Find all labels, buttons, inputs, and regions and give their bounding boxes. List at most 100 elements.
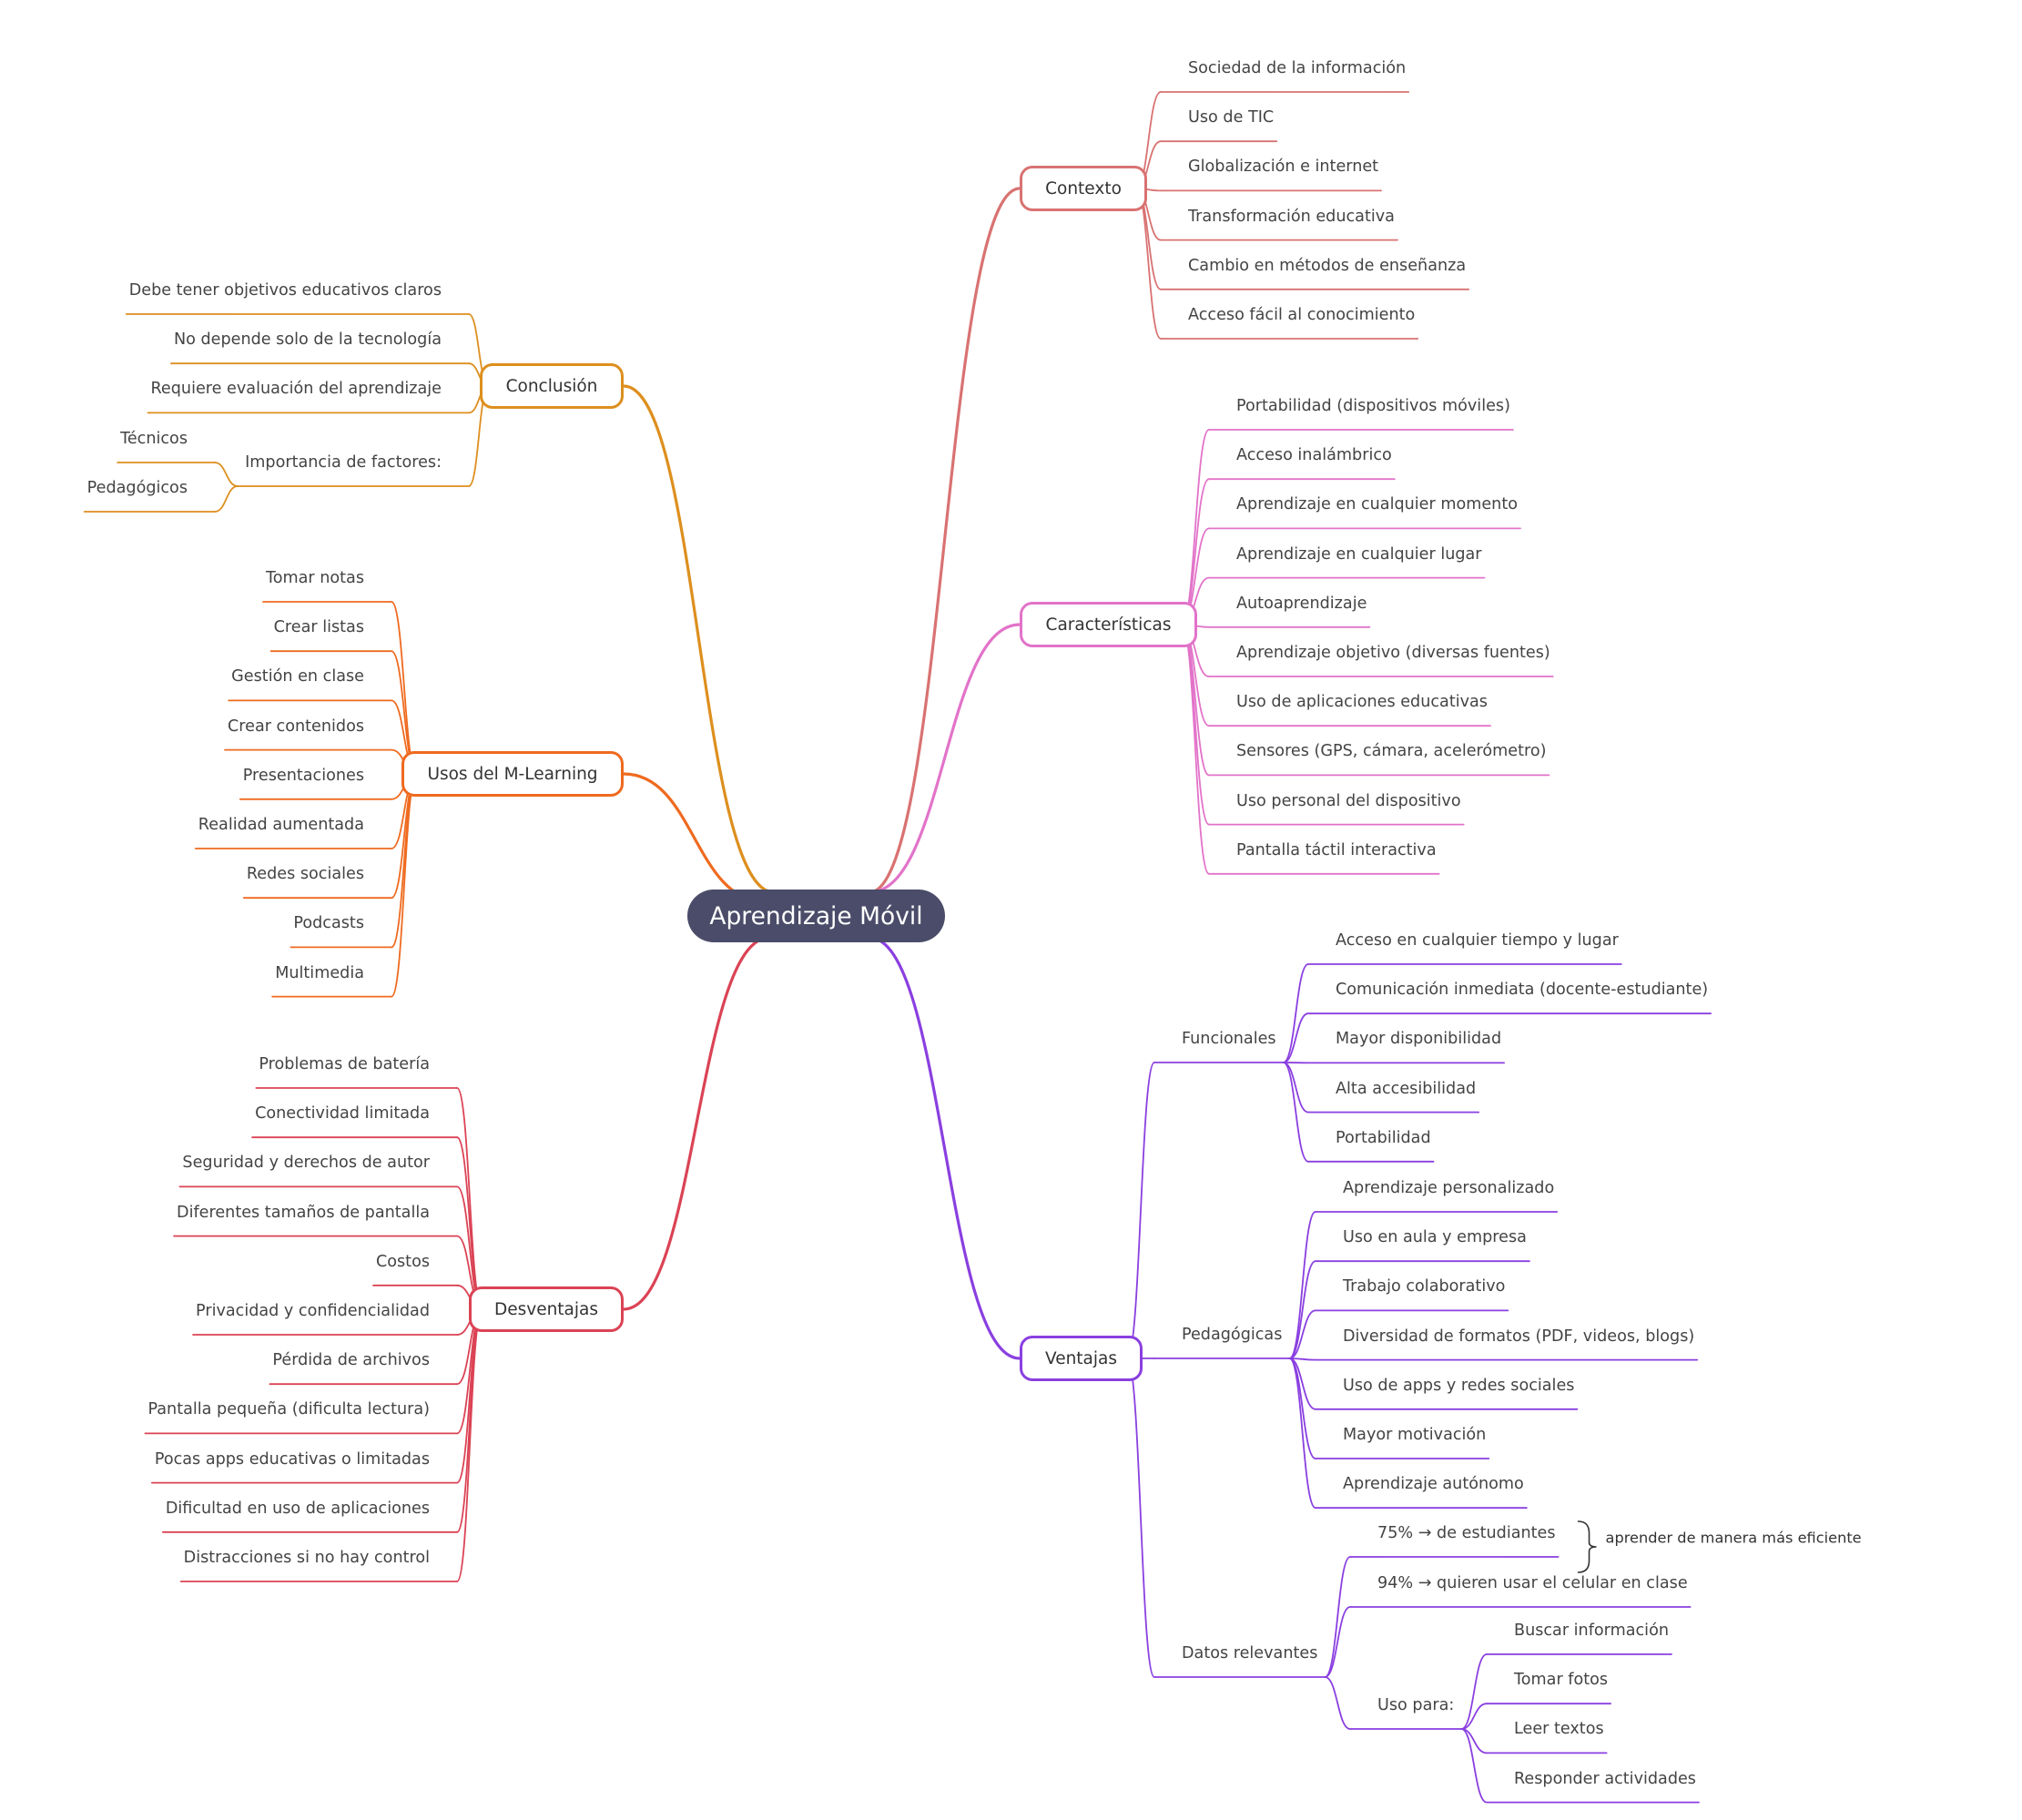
link-usos (622, 772, 767, 903)
desventajas-item-8[interactable]: Pocas apps educativas o limitadas (154, 1449, 430, 1469)
branch-desventajas[interactable]: Desventajas (469, 1286, 624, 1332)
factores-item-0[interactable]: Técnicos (120, 430, 188, 449)
funcionales-item-1[interactable]: Comunicación inmediata (docente-estudian… (1336, 981, 1709, 1000)
conclusion-item-1[interactable]: No depende solo de la tecnología (173, 330, 442, 350)
datos-uso-para-link (1324, 1676, 1351, 1730)
uso-para-item-0[interactable]: Buscar información (1514, 1622, 1669, 1641)
pedagogicas-item-2[interactable]: Trabajo colaborativo (1343, 1277, 1506, 1296)
pedagogicas-item-0[interactable]: Aprendizaje personalizado (1343, 1179, 1555, 1198)
branch-caracteristicas[interactable]: Características (1020, 602, 1197, 647)
branch-ventajas[interactable]: Ventajas (1020, 1336, 1143, 1381)
datos-stat-75-note[interactable]: aprender de manera más eficiente (1605, 1529, 1862, 1547)
pedagogicas-item-3[interactable]: Diversidad de formatos (PDF, videos, blo… (1343, 1327, 1695, 1346)
contexto-item-3[interactable]: Transformación educativa (1188, 207, 1395, 226)
datos-stat-94[interactable]: 94% → quieren usar el celular en clase (1377, 1574, 1688, 1593)
uso-para-item-1[interactable]: Tomar fotos (1514, 1671, 1609, 1690)
desventajas-item-0[interactable]: Problemas de batería (259, 1055, 430, 1074)
ventajas-datos-label[interactable]: Datos relevantes (1182, 1644, 1318, 1663)
desventajas-item-3[interactable]: Diferentes tamaños de pantalla (177, 1203, 430, 1222)
uso-para-item-2[interactable]: Leer textos (1514, 1720, 1604, 1739)
funcionales-item-link-3 (1282, 1062, 1309, 1113)
desventajas-item-1[interactable]: Conectividad limitada (255, 1104, 430, 1124)
usos-item-3[interactable]: Crear contenidos (227, 717, 364, 736)
pedagogicas-item-6[interactable]: Aprendizaje autónomo (1343, 1475, 1524, 1494)
caracteristicas-item-4[interactable]: Autoaprendizaje (1236, 595, 1367, 613)
caracteristicas-item-6[interactable]: Uso de aplicaciones educativas (1236, 693, 1488, 712)
caracteristicas-item-7[interactable]: Sensores (GPS, cámara, acelerómetro) (1236, 742, 1547, 761)
pedagogicas-item-link-6 (1288, 1357, 1316, 1510)
caracteristicas-item-1[interactable]: Acceso inalámbrico (1236, 446, 1392, 465)
contexto-item-0[interactable]: Sociedad de la información (1188, 59, 1407, 78)
link-desventajas (622, 936, 771, 1311)
uso-para-item-3[interactable]: Responder actividades (1514, 1769, 1696, 1788)
funcionales-item-2[interactable]: Mayor disponibilidad (1336, 1030, 1502, 1049)
usos-item-5[interactable]: Realidad aumentada (198, 816, 364, 835)
desventajas-item-5[interactable]: Privacidad y confidencialidad (196, 1302, 430, 1321)
desventajas-item-6[interactable]: Pérdida de archivos (272, 1351, 430, 1370)
datos-stat-94-link (1324, 1606, 1351, 1678)
pedagogicas-item-link-4 (1288, 1357, 1316, 1410)
desventajas-item-4[interactable]: Costos (375, 1253, 430, 1271)
usos-item-2[interactable]: Gestión en clase (231, 667, 364, 686)
pedagogicas-item-link-2 (1288, 1309, 1316, 1359)
contexto-item-2[interactable]: Globalización e internet (1188, 158, 1379, 177)
funcionales-item-link-4 (1282, 1062, 1309, 1163)
caracteristicas-item-3[interactable]: Aprendizaje en cualquier lugar (1236, 544, 1482, 564)
usos-item-1[interactable]: Crear listas (273, 618, 364, 637)
usos-item-0[interactable]: Tomar notas (265, 569, 364, 588)
branch-contexto[interactable]: Contexto (1020, 166, 1147, 211)
link-conclusion (622, 384, 776, 894)
caracteristicas-item-9[interactable]: Pantalla táctil interactiva (1236, 841, 1437, 859)
usos-item-4[interactable]: Presentaciones (242, 767, 364, 785)
branch-conclusion[interactable]: Conclusión (480, 363, 624, 409)
desventajas-item-10[interactable]: Distracciones si no hay control (183, 1549, 430, 1568)
funcionales-item-0[interactable]: Acceso en cualquier tiempo y lugar (1336, 931, 1619, 951)
factores-item-1[interactable]: Pedagógicos (86, 479, 188, 498)
desventajas-item-link-1 (456, 1136, 483, 1310)
caracteristicas-item-0[interactable]: Portabilidad (dispositivos móviles) (1236, 397, 1510, 416)
pedagogicas-item-5[interactable]: Mayor motivación (1343, 1426, 1487, 1445)
caracteristicas-item-2[interactable]: Aprendizaje en cualquier momento (1236, 495, 1518, 514)
usos-item-6[interactable]: Redes sociales (246, 865, 364, 884)
conclusion-factores[interactable]: Importancia de factores: (245, 453, 442, 473)
contexto-item-4[interactable]: Cambio en métodos de enseñanza (1188, 257, 1467, 275)
usos-item-link-7 (391, 773, 418, 949)
ventajas-funcionales-label[interactable]: Funcionales (1182, 1030, 1276, 1049)
usos-item-8[interactable]: Multimedia (275, 963, 364, 982)
ventajas-datos-link (1126, 1357, 1155, 1678)
ventajas-pedagogicas-label[interactable]: Pedagógicas (1182, 1326, 1283, 1345)
caracteristicas-item-8[interactable]: Uso personal del dispositivo (1236, 791, 1461, 810)
datos-brace (1577, 1520, 1597, 1573)
datos-stat-75-link (1324, 1556, 1351, 1678)
caracteristicas-item-link-0 (1181, 429, 1210, 625)
link-ventajas (868, 936, 1021, 1360)
conclusion-item-2[interactable]: Requiere evaluación del aprendizaje (150, 380, 442, 399)
desventajas-item-7[interactable]: Pantalla pequeña (dificulta lectura) (147, 1400, 430, 1419)
datos-uso-para[interactable]: Uso para: (1377, 1696, 1455, 1715)
usos-item-7[interactable]: Podcasts (293, 914, 364, 933)
pedagogicas-item-1[interactable]: Uso en aula y empresa (1343, 1228, 1527, 1247)
uso-para-item-link-0 (1460, 1653, 1488, 1730)
conclusion-item-0[interactable]: Debe tener objetivos educativos claros (128, 281, 442, 300)
contexto-item-5[interactable]: Acceso fácil al conocimiento (1188, 306, 1416, 325)
datos-stat-75[interactable]: 75% → de estudiantes (1377, 1524, 1556, 1543)
pedagogicas-item-link-0 (1288, 1211, 1316, 1359)
pedagogicas-item-4[interactable]: Uso de apps y redes sociales (1343, 1377, 1575, 1395)
funcionales-item-4[interactable]: Portabilidad (1336, 1129, 1431, 1147)
funcionales-item-link-0 (1282, 963, 1309, 1063)
root-node[interactable]: Aprendizaje Móvil (687, 890, 945, 942)
desventajas-item-9[interactable]: Dificultad en uso de aplicaciones (165, 1500, 430, 1518)
desventajas-item-2[interactable]: Seguridad y derechos de autor (182, 1154, 430, 1173)
funcionales-item-3[interactable]: Alta accesibilidad (1336, 1079, 1477, 1098)
caracteristicas-item-link-9 (1181, 624, 1210, 875)
caracteristicas-item-5[interactable]: Aprendizaje objetivo (diversas fuentes) (1236, 644, 1550, 663)
contexto-item-1[interactable]: Uso de TIC (1188, 108, 1275, 127)
uso-para-item-link-3 (1460, 1728, 1488, 1804)
ventajas-funcionales-link (1126, 1062, 1155, 1359)
funcionales-item-link-1 (1282, 1012, 1309, 1063)
branch-usos[interactable]: Usos del M-Learning (401, 751, 624, 797)
link-contexto (868, 187, 1021, 894)
factores-item-link-1 (214, 485, 239, 513)
